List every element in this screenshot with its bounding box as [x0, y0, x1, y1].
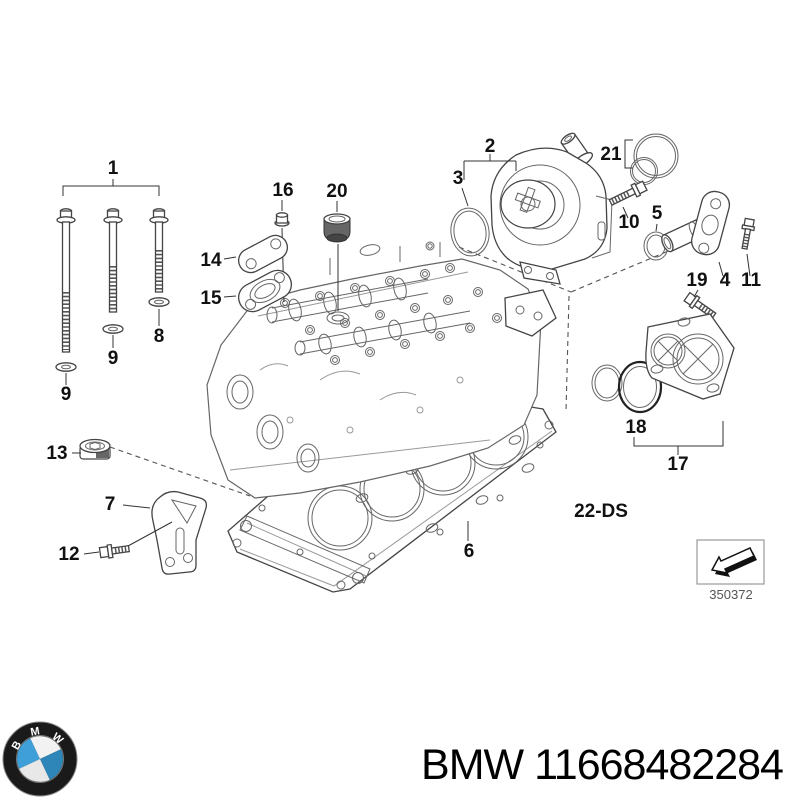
callout-11: 11	[741, 270, 762, 291]
washer-8	[148, 297, 170, 307]
bmw-logo: B M W	[2, 721, 78, 797]
callout-8: 8	[154, 326, 165, 347]
cylinder-head-sketch	[206, 241, 557, 499]
callout-6: 6	[464, 541, 475, 562]
callout-9-middle: 9	[108, 348, 119, 369]
callout-16: 16	[272, 180, 293, 201]
head-bolt-long	[56, 208, 76, 353]
callout-17: 17	[667, 454, 688, 475]
callout-20: 20	[326, 181, 347, 202]
callout-21: 21	[600, 144, 622, 165]
callout-18: 18	[625, 417, 646, 438]
part-7-bracket: 7	[105, 490, 208, 575]
part-4-flange: 4	[661, 190, 731, 291]
arrow-icon	[710, 547, 757, 577]
part-2-vacuum-pump: 2	[463, 132, 613, 285]
callout-12: 12	[58, 544, 79, 565]
part-14-cover-plate	[237, 234, 289, 274]
part-15-gasket-plate	[237, 269, 293, 313]
callout-7: 7	[105, 494, 116, 515]
part-3-o-ring: 3	[450, 168, 490, 257]
part-20-plug: 20	[323, 181, 351, 311]
logo-letter-m: M	[30, 725, 41, 738]
part-19-bolt: 19	[683, 270, 717, 319]
callout-10: 10	[618, 212, 639, 233]
part-21-o-ring-set: 21	[600, 133, 679, 185]
callout-4: 4	[720, 270, 731, 291]
callout-14: 14	[200, 250, 222, 271]
image-number: 350372	[709, 587, 752, 602]
part-1-head-bolts: 1 9 9 8	[55, 158, 170, 405]
head-bolt-medium	[103, 208, 123, 313]
part-17-flange-plate: 17	[633, 313, 735, 475]
callout-1: 1	[108, 158, 119, 179]
washer-9-middle	[102, 324, 124, 334]
part-12-bolt: 12	[58, 521, 173, 565]
pump-nozzle	[560, 132, 594, 168]
callout-3: 3	[453, 168, 464, 189]
part-number-title: BMW 11668482284	[421, 741, 783, 789]
callout-5: 5	[652, 203, 663, 224]
parts-14-15-16: 16 14 15	[200, 180, 294, 313]
callout-19: 19	[686, 270, 707, 291]
callout-15: 15	[200, 288, 222, 309]
part-10-bolt: 10	[608, 180, 648, 233]
part-5-seal-ring: 5	[643, 203, 669, 261]
part-13-screw-plug: 13	[46, 438, 111, 464]
callout-9-left: 9	[61, 384, 72, 405]
washer-9-left	[55, 362, 77, 372]
part-18-o-rings: 18	[591, 360, 663, 438]
image-number-box: 350372	[696, 539, 765, 602]
head-bolt-short	[149, 208, 169, 293]
callout-2: 2	[485, 136, 496, 157]
callout-13: 13	[46, 443, 67, 464]
part-11-bolt: 11	[741, 217, 762, 291]
section-code: 22-DS	[574, 501, 628, 522]
part-16-nut	[274, 212, 290, 227]
